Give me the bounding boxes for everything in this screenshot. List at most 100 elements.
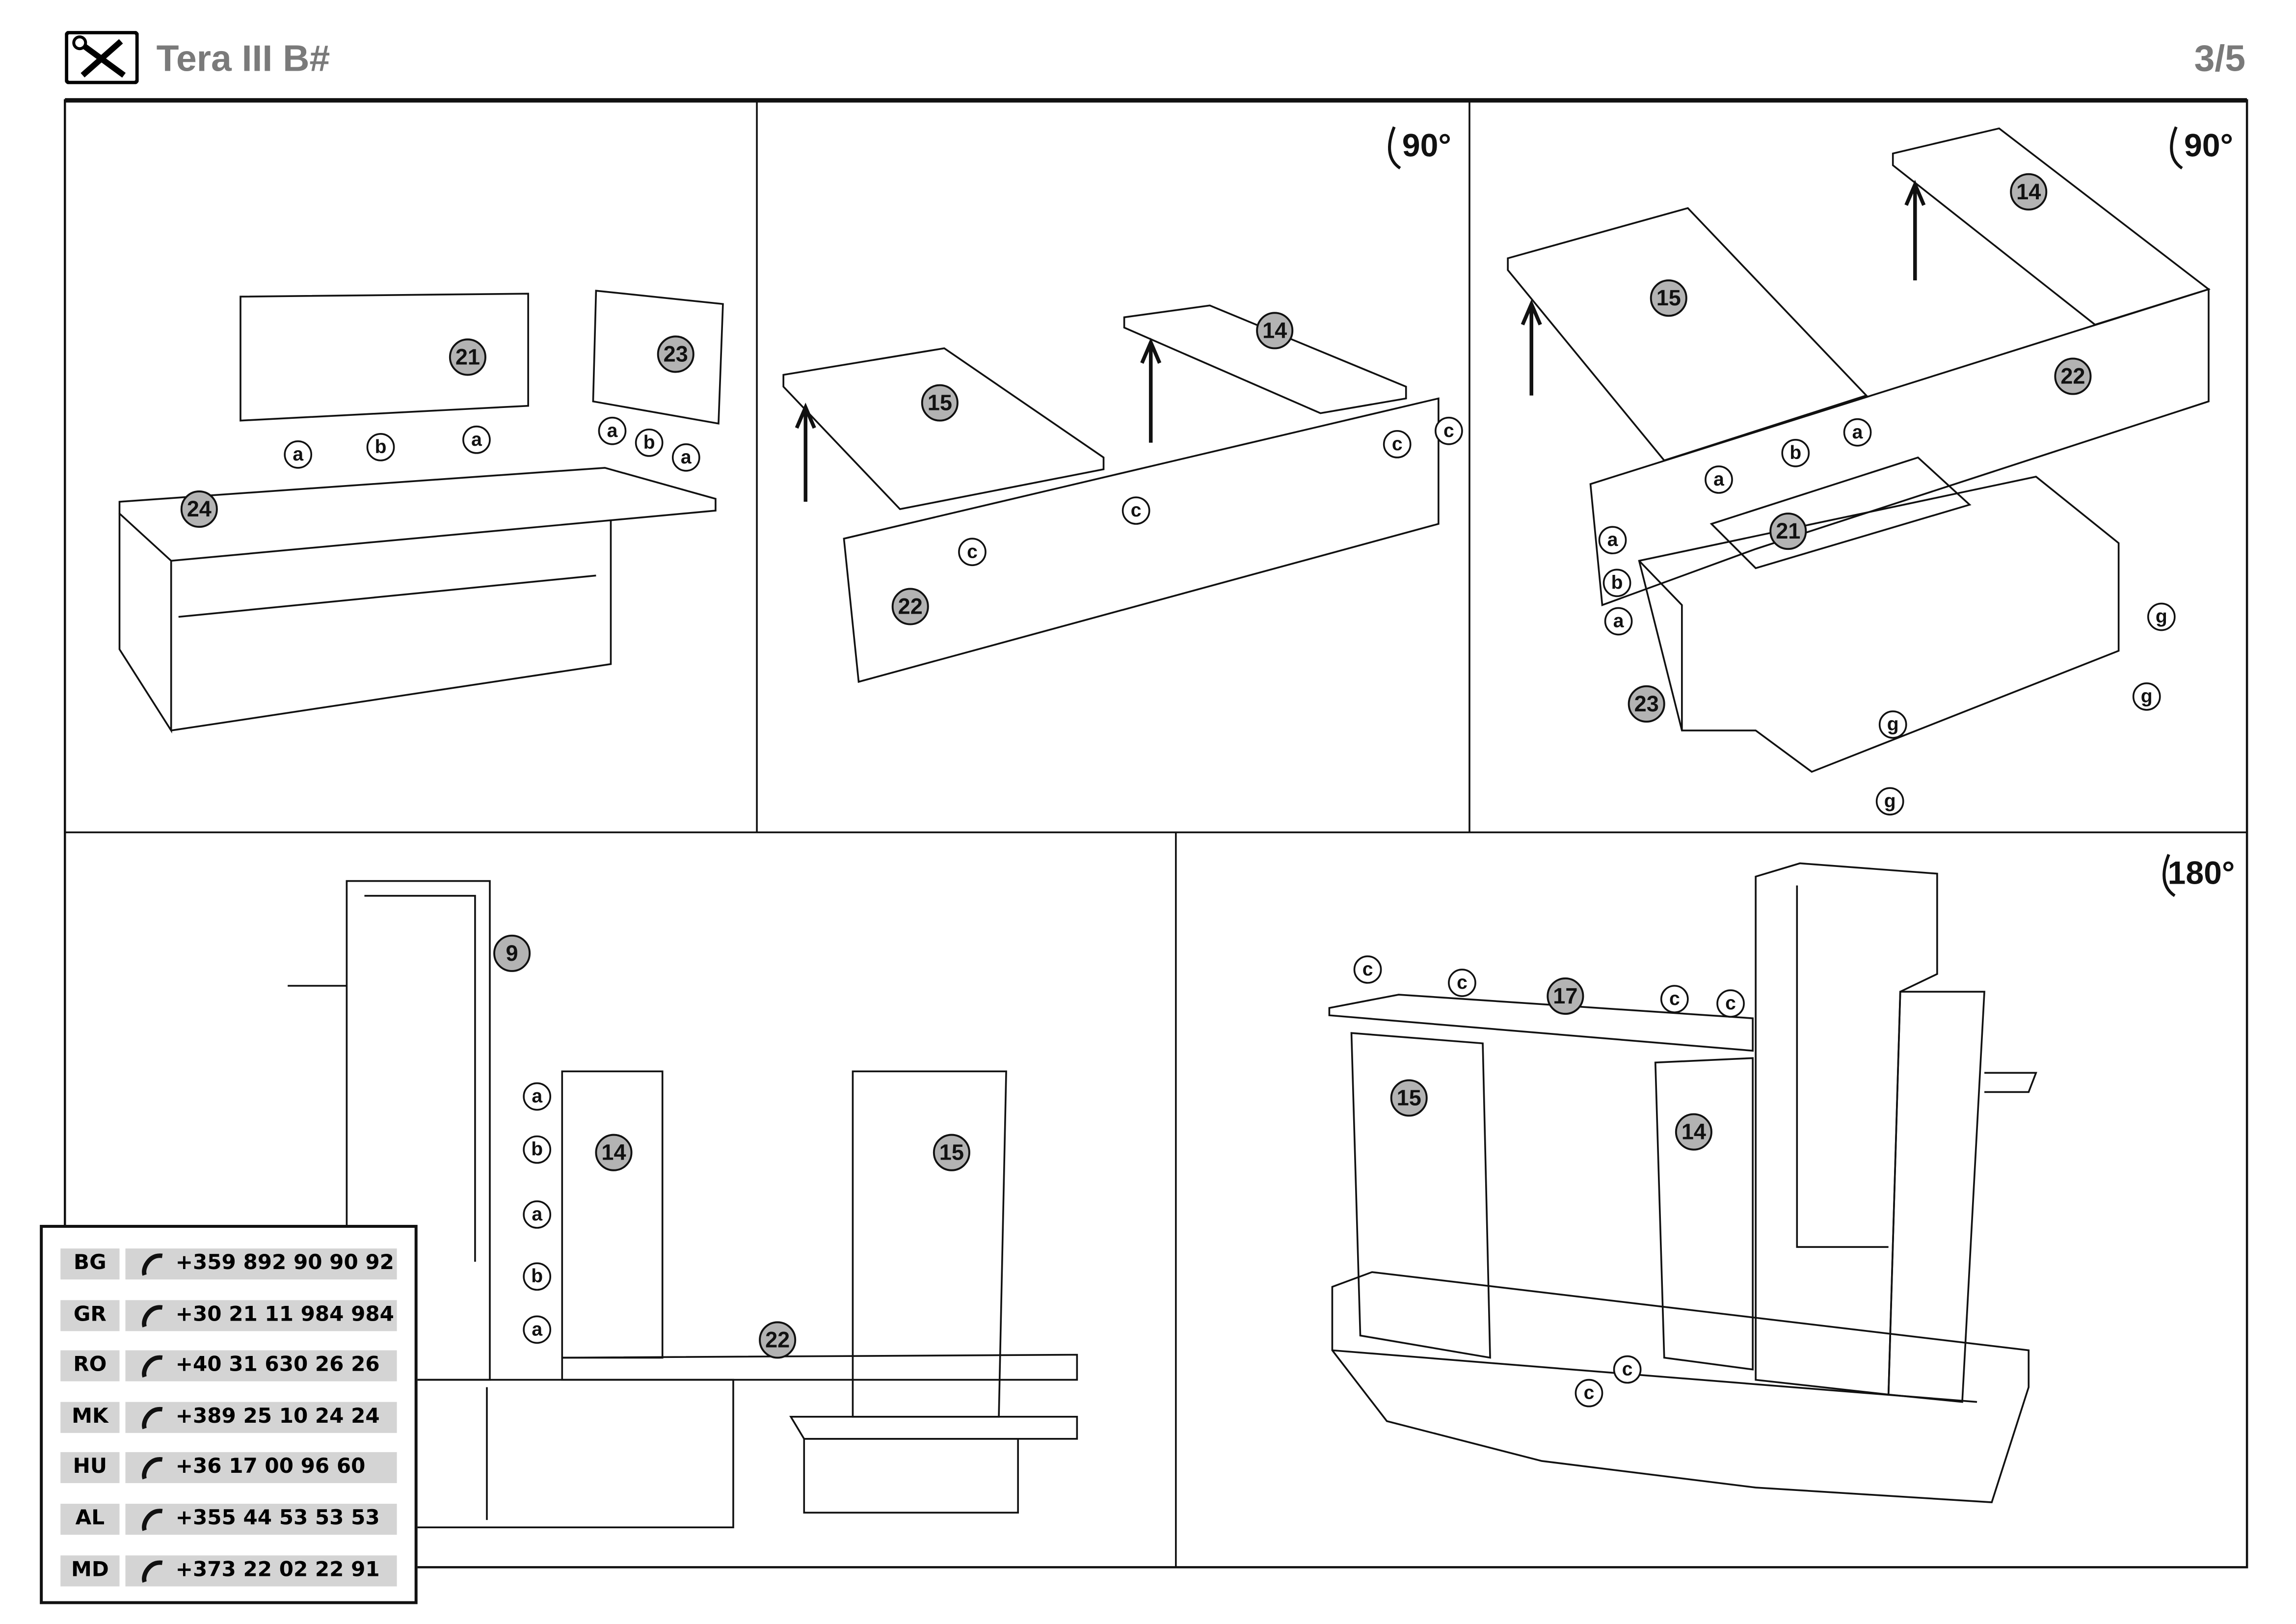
phone-number-cell: +36 17 00 96 60 <box>125 1453 397 1484</box>
country-code: RO <box>60 1351 120 1382</box>
hardware-letter: c <box>1622 1359 1633 1380</box>
product-title: Tera III B# <box>156 38 330 80</box>
hardware-callout: a <box>1705 465 1733 494</box>
hardware-letter: a <box>471 429 482 450</box>
hardware-letter: b <box>643 432 655 453</box>
hardware-callout: c <box>1121 496 1150 525</box>
rotation-label: 90° <box>2184 128 2233 164</box>
part-number-callout: 22 <box>2054 357 2092 395</box>
part-number-callout: 9 <box>493 934 531 972</box>
phone-row: GR +30 21 11 984 984 <box>60 1299 397 1331</box>
hardware-callout: a <box>523 1315 552 1344</box>
hardware-letter: a <box>532 1085 542 1107</box>
hardware-letter: a <box>532 1319 542 1340</box>
hardware-callout: c <box>1613 1355 1642 1384</box>
part-number: 17 <box>1553 983 1577 1008</box>
hardware-letter: c <box>967 541 978 562</box>
part-number: 15 <box>939 1140 964 1165</box>
phone-row: HU +36 17 00 96 60 <box>60 1453 397 1484</box>
hardware-letter: c <box>1725 993 1736 1014</box>
hardware-callout: a <box>1843 418 1872 447</box>
rotate-icon: 90° <box>1388 126 1451 170</box>
country-code: AL <box>60 1504 120 1535</box>
hardware-letter: g <box>1887 714 1899 735</box>
hardware-callout: g <box>1878 710 1907 739</box>
part-number-callout: 21 <box>449 338 486 376</box>
part-number: 23 <box>664 341 688 366</box>
country-code: BG <box>60 1248 120 1280</box>
part-number-callout: 14 <box>1675 1113 1712 1151</box>
hardware-letter: a <box>607 420 618 441</box>
part-number: 15 <box>1397 1085 1421 1110</box>
tools-icon <box>65 31 139 84</box>
part-number: 22 <box>765 1327 790 1352</box>
hardware-callout: c <box>1448 969 1476 997</box>
rotation-label: 180° <box>2168 855 2235 892</box>
hardware-callout: b <box>366 433 395 461</box>
country-code: MK <box>60 1402 120 1433</box>
phone-number-cell: +40 31 630 26 26 <box>125 1351 397 1382</box>
part-number-callout: 23 <box>657 335 694 373</box>
phone-icon <box>142 1407 163 1429</box>
part-number: 15 <box>928 390 952 415</box>
phone-number: +36 17 00 96 60 <box>175 1456 366 1480</box>
hardware-letter: b <box>1611 572 1623 593</box>
hardware-letter: a <box>1607 529 1618 550</box>
part-number: 14 <box>1262 318 1287 343</box>
hardware-letter: g <box>1884 790 1896 812</box>
phone-number-cell: +389 25 10 24 24 <box>125 1402 397 1433</box>
hardware-letter: b <box>531 1139 543 1160</box>
phone-icon <box>142 1560 163 1582</box>
hardware-letter: b <box>1789 442 1801 463</box>
part-number-callout: 14 <box>2010 173 2048 211</box>
phone-icon <box>142 1458 163 1480</box>
part-number-callout: 24 <box>180 490 218 528</box>
panel-frames <box>64 98 2248 1569</box>
part-number: 22 <box>898 594 923 619</box>
hardware-callout: a <box>1598 526 1627 555</box>
hardware-letter: c <box>1457 972 1468 993</box>
part-number-callout: 15 <box>933 1134 970 1171</box>
rotate-icon: 90° <box>2170 126 2233 170</box>
step2-drawing <box>782 304 1440 683</box>
hardware-callout: c <box>1575 1379 1603 1407</box>
phone-number-cell: +359 892 90 90 92 <box>125 1248 397 1280</box>
phone-icon <box>142 1253 163 1276</box>
hardware-callout: b <box>523 1135 552 1164</box>
hardware-letter: c <box>1443 420 1454 441</box>
hardware-letter: b <box>531 1266 543 1287</box>
country-code: HU <box>60 1453 120 1484</box>
phone-icon <box>142 1509 163 1531</box>
hardware-callout: g <box>2132 682 2161 711</box>
lift-arrows <box>795 180 1926 502</box>
step1-drawing <box>118 290 724 734</box>
phone-icon <box>142 1304 163 1327</box>
rotation-label: 90° <box>1402 128 1451 164</box>
part-number: 22 <box>2060 364 2085 389</box>
phone-number: +373 22 02 22 91 <box>175 1558 380 1582</box>
phone-number: +40 31 630 26 26 <box>175 1353 380 1378</box>
hardware-callout: g <box>2147 602 2176 631</box>
part-number: 23 <box>1634 691 1659 716</box>
part-number-callout: 17 <box>1547 977 1584 1015</box>
support-phone-table: BG +359 892 90 90 92 GR +30 21 11 984 984… <box>40 1224 418 1604</box>
part-number: 21 <box>455 344 480 369</box>
step3-drawing <box>1507 127 2211 773</box>
phone-number: +30 21 11 984 984 <box>175 1302 394 1326</box>
hardware-callout: a <box>598 416 627 445</box>
hardware-letter: a <box>532 1204 542 1225</box>
hardware-letter: g <box>2156 606 2167 627</box>
phone-row: AL +355 44 53 53 53 <box>60 1504 397 1535</box>
hardware-callout: c <box>1353 955 1382 984</box>
hardware-letter: a <box>293 444 303 465</box>
hardware-callout: g <box>1875 787 1904 816</box>
hardware-callout: b <box>1781 438 1810 467</box>
hardware-callout: b <box>1602 568 1631 597</box>
hardware-letter: a <box>1852 422 1863 443</box>
hardware-callout: a <box>523 1200 552 1229</box>
hardware-callout: a <box>284 440 313 469</box>
part-number-callout: 22 <box>891 588 929 625</box>
phone-row: RO +40 31 630 26 26 <box>60 1351 397 1382</box>
